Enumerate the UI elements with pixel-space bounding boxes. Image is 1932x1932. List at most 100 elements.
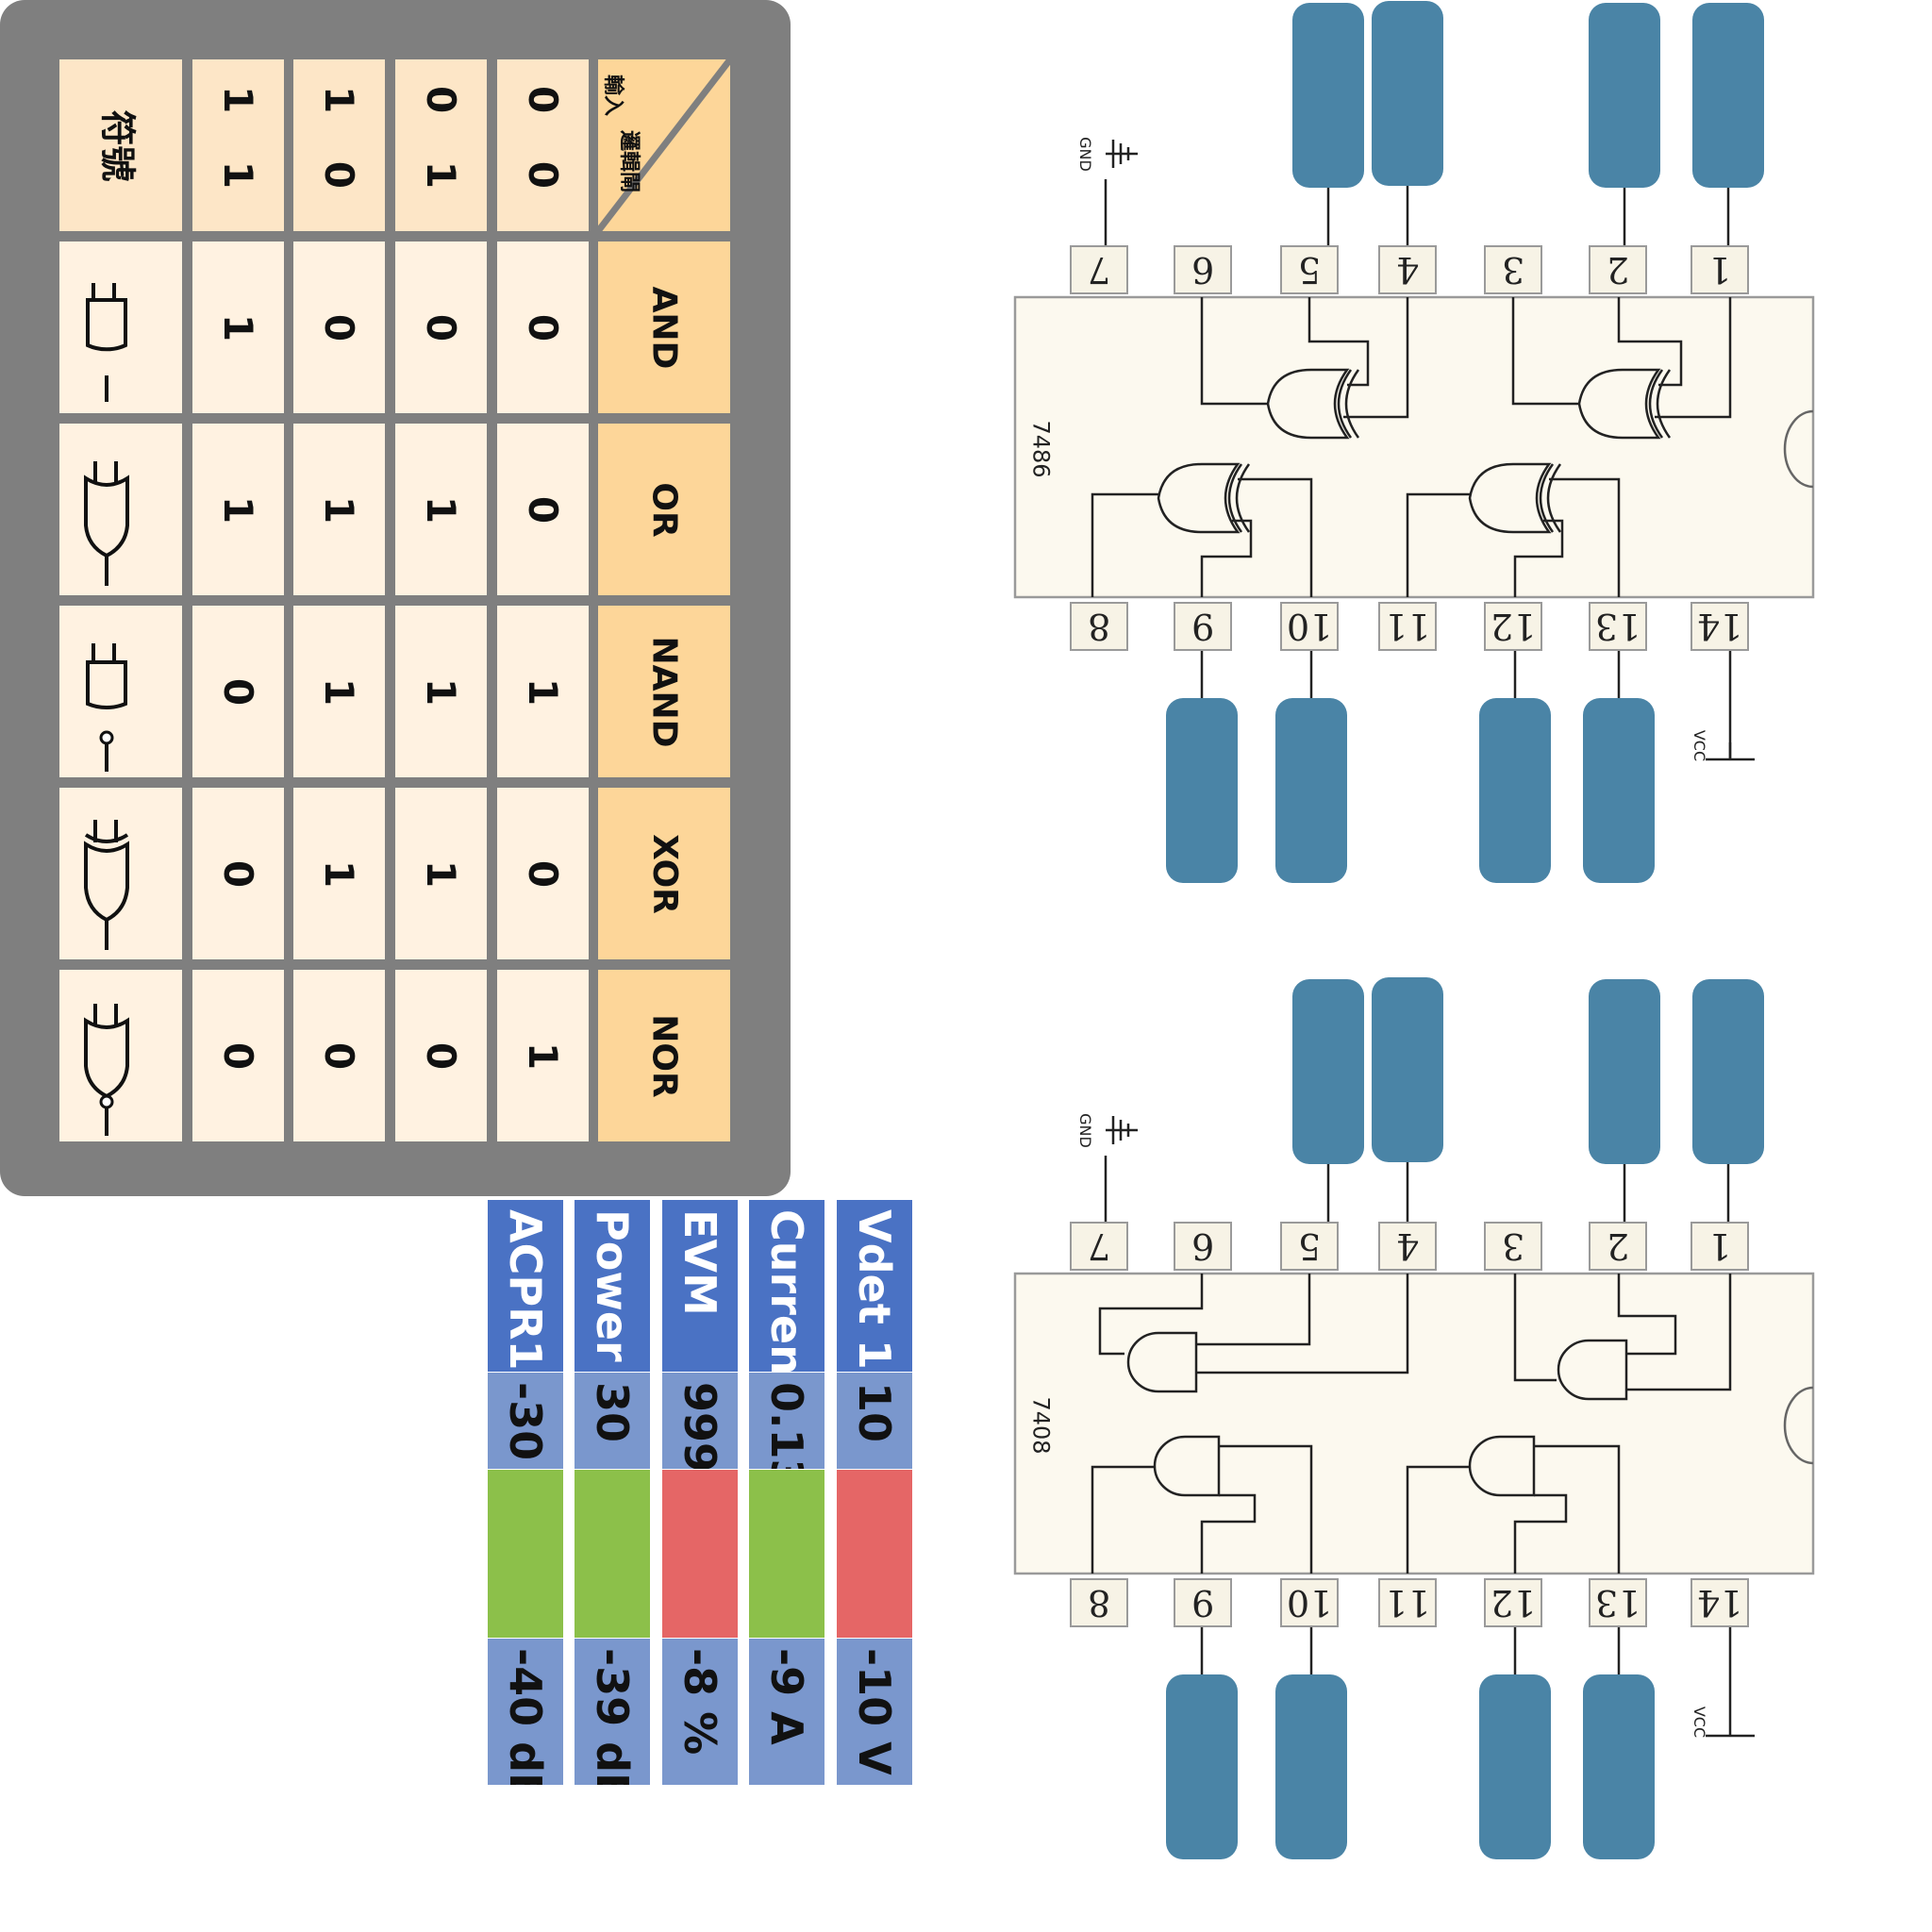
output-cell: 0	[293, 970, 385, 1141]
pin: 7	[1070, 1222, 1128, 1271]
gate-name-or: OR	[598, 424, 730, 595]
connector-tab[interactable]	[1583, 1674, 1655, 1859]
pin: 3	[1484, 245, 1542, 294]
measurement-limit: -10 V	[837, 1639, 912, 1785]
output-cell: 1	[192, 424, 284, 595]
header-gates-label: 邏輯閘	[617, 129, 641, 193]
measurement-value: -30	[488, 1373, 563, 1469]
pin: 5	[1280, 1222, 1339, 1271]
output-cell: 0	[395, 242, 487, 413]
pin: 8	[1070, 602, 1128, 651]
table-corner-header: 邏輯閘 輸入	[598, 59, 730, 231]
pin: 1	[1690, 245, 1749, 294]
gate-name-and: AND	[598, 242, 730, 413]
output-cell: 1	[293, 424, 385, 595]
symbol-cell	[59, 424, 182, 595]
measurement-name: EVM	[662, 1200, 738, 1372]
connector-tab[interactable]	[1275, 1674, 1347, 1859]
output-cell: 0	[497, 424, 589, 595]
measurement-name: Power	[575, 1200, 650, 1372]
connector-tab[interactable]	[1275, 698, 1347, 883]
measurement-status	[749, 1470, 824, 1638]
pin: 14	[1690, 1578, 1749, 1627]
input-header-0: 0 0	[497, 59, 589, 231]
gnd-label: GND	[1075, 1112, 1094, 1148]
and-gate-icon	[86, 283, 127, 402]
output-cell: 1	[395, 788, 487, 959]
output-cell: 0	[497, 788, 589, 959]
pin: 11	[1378, 1578, 1437, 1627]
connector-tab[interactable]	[1372, 977, 1443, 1162]
pin: 8	[1070, 1578, 1128, 1627]
measurement-limit: -8 %	[662, 1639, 738, 1785]
connector-tab[interactable]	[1479, 1674, 1551, 1859]
connector-tab[interactable]	[1166, 1674, 1238, 1859]
pin: 13	[1589, 602, 1647, 651]
connector-tab[interactable]	[1583, 698, 1655, 883]
symbol-header: 符號	[59, 59, 182, 231]
input-header-2: 1 0	[293, 59, 385, 231]
measurement-limit: -40 dB	[488, 1639, 563, 1785]
output-cell: 1	[293, 606, 385, 777]
measurement-status	[662, 1470, 738, 1638]
connector-tab[interactable]	[1589, 3, 1660, 188]
pin: 7	[1070, 245, 1128, 294]
connector-tab[interactable]	[1479, 698, 1551, 883]
output-cell: 0	[192, 970, 284, 1141]
vcc-label: VCC	[1690, 729, 1709, 761]
connector-tab[interactable]	[1692, 3, 1764, 188]
xor-gate-icon	[84, 820, 129, 950]
chip-part-label: 7486	[1027, 420, 1055, 478]
pin: 4	[1378, 245, 1437, 294]
diagonal-divider	[598, 59, 730, 231]
output-cell: 1	[395, 606, 487, 777]
pin: 14	[1690, 602, 1749, 651]
connector-tab[interactable]	[1692, 979, 1764, 1164]
pin: 6	[1174, 245, 1232, 294]
pin: 6	[1174, 1222, 1232, 1271]
truth-table-panel: 邏輯閘 輸入 0 0 0 1 1 0 1 1 符號 AND 0 0 0 1 OR…	[0, 0, 791, 1196]
measurement-value: 30	[575, 1373, 650, 1469]
measurement-panel: Vdet 1 10 -10 V Current 0.13 -9 A EVM 99…	[488, 1200, 912, 1785]
symbol-cell	[59, 242, 182, 413]
measurement-column-power: Power 30 -39 dB	[575, 1200, 650, 1785]
chip-7486: 7 6 5 4 3 2 1 8 9 10 11 12 13 14 7486 GN…	[1000, 0, 1849, 943]
pin: 13	[1589, 1578, 1647, 1627]
output-cell: 1	[293, 788, 385, 959]
pin: 12	[1484, 602, 1542, 651]
symbol-cell	[59, 788, 182, 959]
input-header-3: 1 1	[192, 59, 284, 231]
connector-tab[interactable]	[1292, 3, 1364, 188]
measurement-value: 0.13	[749, 1373, 824, 1469]
or-gate-icon	[84, 461, 129, 586]
output-cell: 0	[497, 242, 589, 413]
nor-gate-icon	[84, 1004, 129, 1136]
output-cell: 1	[497, 970, 589, 1141]
chip-7486-diagram	[1013, 140, 1815, 761]
chip-7408: 7 6 5 4 3 2 1 8 9 10 11 12 13 14 7408 GN…	[1000, 976, 1849, 1920]
pin: 9	[1174, 1578, 1232, 1627]
output-cell: 0	[192, 606, 284, 777]
nand-gate-icon	[86, 643, 127, 772]
pin: 4	[1378, 1222, 1437, 1271]
output-cell: 0	[395, 970, 487, 1141]
symbol-cell	[59, 606, 182, 777]
measurement-status	[488, 1470, 563, 1638]
input-header-1: 0 1	[395, 59, 487, 231]
measurement-column-current: Current 0.13 -9 A	[749, 1200, 824, 1785]
pin: 2	[1589, 1222, 1647, 1271]
measurement-name: Current	[749, 1200, 824, 1372]
connector-tab[interactable]	[1166, 698, 1238, 883]
connector-tab[interactable]	[1372, 1, 1443, 186]
measurement-status	[575, 1470, 650, 1638]
measurement-value: 10	[837, 1373, 912, 1469]
pin: 12	[1484, 1578, 1542, 1627]
vcc-label: VCC	[1690, 1706, 1709, 1738]
output-cell: 0	[293, 242, 385, 413]
chip-7408-diagram	[1013, 1116, 1815, 1738]
measurement-name: Vdet 1	[837, 1200, 912, 1372]
connector-tab[interactable]	[1589, 979, 1660, 1164]
measurement-value: 999	[662, 1373, 738, 1469]
connector-tab[interactable]	[1292, 979, 1364, 1164]
measurement-column-evm: EVM 999 -8 %	[662, 1200, 738, 1785]
